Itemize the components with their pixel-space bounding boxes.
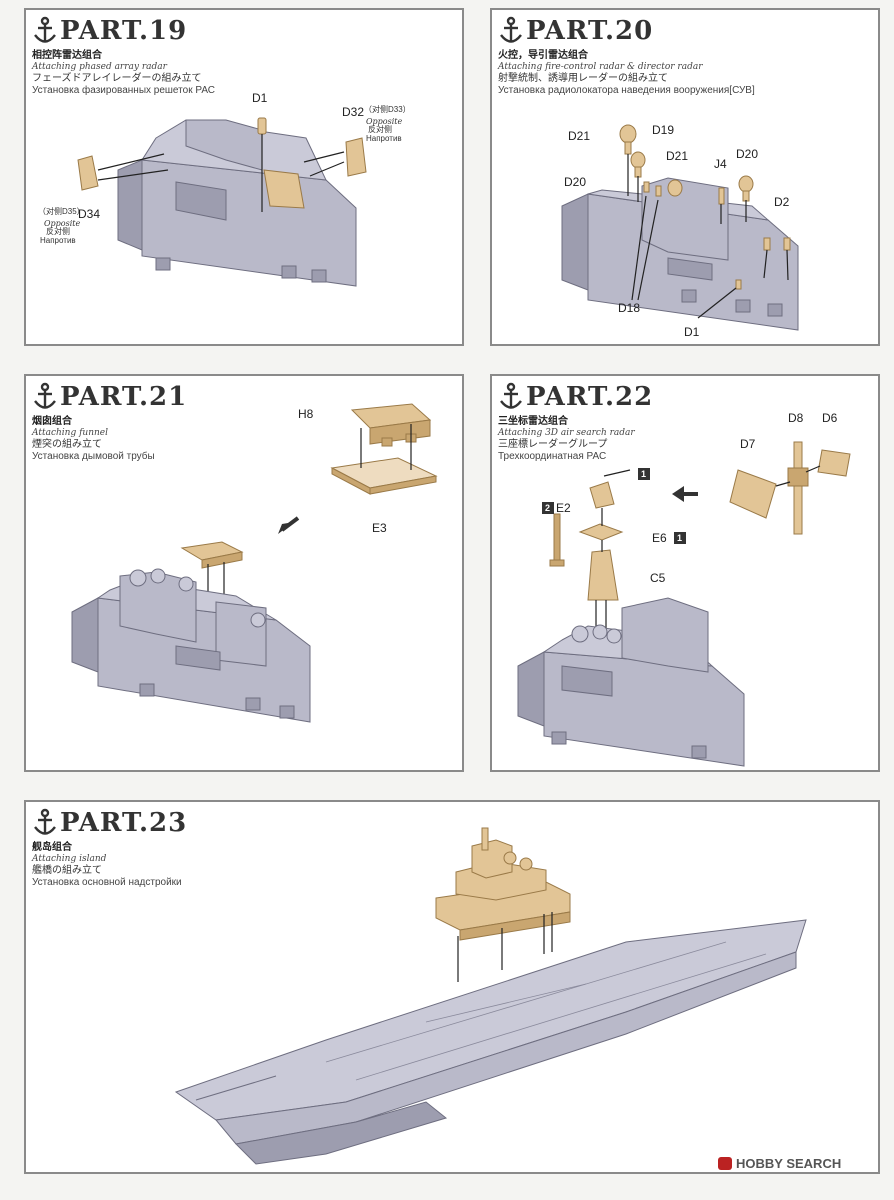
part22-title: PART.22 — [526, 382, 654, 412]
funnel-part-e3 — [330, 457, 438, 495]
part22-ru: Трехкоординатная РАС — [498, 451, 607, 462]
superstructure-block — [117, 119, 357, 287]
anchor-icon — [500, 16, 522, 43]
label-d34: D34 — [78, 207, 100, 221]
label-opposite-b: Opposite — [44, 219, 80, 228]
part19-cn: 相控阵雷达组合 — [32, 50, 102, 61]
anchor-icon — [500, 382, 522, 409]
label-d21a: D21 — [568, 129, 590, 143]
part-d1 — [257, 117, 267, 135]
part22-en: Attaching 3D air search radar — [498, 428, 635, 438]
part21-cn: 烟囱组合 — [32, 416, 72, 427]
label-d20b: D20 — [564, 175, 586, 189]
part23-panel: PART.23 舰岛组合 Attaching island 艦橋の組み立て Ус… — [24, 800, 880, 1174]
radar-panel-d7 — [729, 469, 777, 519]
watermark-text: HOBBY SEARCH — [736, 1156, 841, 1171]
part19-ru: Установка фазированных решеток РАС — [32, 85, 216, 96]
label-d18: D18 — [618, 301, 640, 315]
funnel-assembled — [180, 541, 244, 569]
label-opposite-a: Opposite — [366, 117, 402, 126]
label-e3: E3 — [372, 521, 387, 535]
part20-panel: PART.20 火控，导引雷达组合 Attaching fire-control… — [490, 8, 880, 346]
part23-jp: 艦橋の組み立て — [32, 865, 102, 876]
superstructure-block — [71, 568, 311, 723]
direction-arrow-icon — [672, 486, 684, 502]
label-d19: D19 — [652, 123, 674, 137]
part21-header: PART.21 烟囱组合 Attaching funnel 煙突の組み立て Ус… — [32, 380, 187, 463]
hobby-search-logo-icon — [718, 1157, 732, 1170]
part23-header: PART.23 舰岛组合 Attaching island 艦橋の組み立て Ус… — [32, 806, 187, 889]
part19-panel: PART.19 相控阵雷达组合 Attaching phased array r… — [24, 8, 464, 346]
part22-panel: PART.22 三坐标雷达组合 Attaching 3D air search … — [490, 374, 880, 772]
label-d1: D1 — [252, 91, 268, 105]
part22-jp: 三座標レーダーグループ — [498, 439, 608, 450]
superstructure-block — [561, 177, 799, 331]
part21-en: Attaching funnel — [32, 428, 108, 438]
label-d21b: D21 — [666, 149, 688, 163]
label-d7: D7 — [740, 437, 756, 451]
label-d6: D6 — [822, 411, 838, 425]
part19-jp: フェーズドアレイレーダーの組み立て — [32, 73, 202, 84]
superstructure-block — [517, 597, 745, 767]
step-badge-1b: 1 — [677, 533, 682, 543]
part-d34 — [77, 155, 99, 191]
island-superstructure — [435, 827, 571, 941]
part23-ru: Установка основной надстройки — [32, 877, 182, 888]
part22-illustration: 1 2 1 D8 D6 D7 E2 E6 C5 — [517, 411, 851, 767]
label-opp-d35: （对侧D35） — [38, 206, 85, 216]
part21-panel: PART.21 烟囱组合 Attaching funnel 煙突の組み立て Ус… — [24, 374, 464, 772]
radar-domes — [619, 124, 791, 290]
part21-title: PART.21 — [60, 382, 188, 412]
part21-illustration: H8 E3 — [71, 403, 438, 723]
part23-title: PART.23 — [60, 808, 188, 838]
label-fan-b: 反对侧 — [46, 226, 70, 236]
part20-title: PART.20 — [526, 16, 654, 46]
part19-en: Attaching phased array radar — [32, 62, 167, 72]
step-badge-1: 1 — [641, 469, 646, 479]
part19-illustration: D1 D32 （对侧D33） Opposite 反对侧 Напротив （对侧… — [38, 91, 411, 287]
part21-ru: Установка дымовой трубы — [32, 451, 155, 462]
label-e6: E6 — [652, 531, 667, 545]
part23-en: Attaching island — [32, 854, 107, 864]
label-opp-d33: （对侧D33） — [364, 104, 411, 114]
radar-array — [549, 481, 624, 601]
step-badge-2: 2 — [545, 503, 550, 513]
part23-cn: 舰岛组合 — [32, 842, 72, 853]
part19-title: PART.19 — [60, 16, 188, 46]
label-naprotiv-b: Напротив — [40, 236, 76, 245]
label-d20a: D20 — [736, 147, 758, 161]
label-naprotiv-a: Напротив — [366, 134, 402, 143]
part22-cn: 三坐标雷达组合 — [498, 416, 568, 427]
label-d2: D2 — [774, 195, 790, 209]
anchor-icon — [34, 16, 56, 43]
label-fan-a: 反对侧 — [368, 124, 392, 134]
part19-header: PART.19 相控阵雷达组合 Attaching phased array r… — [32, 14, 215, 97]
radar-panel-d6 — [817, 449, 851, 477]
part20-en: Attaching fire-control radar & director … — [498, 62, 703, 72]
anchor-icon — [34, 382, 56, 409]
label-d32: D32 — [342, 105, 364, 119]
part20-jp: 射撃統制、誘導用レーダーの組み立て — [498, 73, 668, 84]
part23-illustration: HOBBY SEARCH — [174, 827, 841, 1171]
part20-ru: Установка радиолокатора наведения вооруж… — [498, 85, 755, 96]
label-d1: D1 — [684, 325, 700, 339]
label-c5: C5 — [650, 571, 666, 585]
anchor-icon — [34, 808, 56, 835]
aircraft-carrier-hull — [174, 919, 807, 1165]
part20-header: PART.20 火控，导引雷达组合 Attaching fire-control… — [498, 14, 755, 97]
part20-cn: 火控，导引雷达组合 — [498, 50, 588, 61]
part-d32 — [345, 137, 367, 177]
funnel-part-h8 — [350, 403, 432, 447]
part22-header: PART.22 三坐标雷达组合 Attaching 3D air search … — [498, 380, 653, 463]
label-d8: D8 — [788, 411, 804, 425]
label-j4: J4 — [714, 157, 727, 171]
label-h8: H8 — [298, 407, 314, 421]
part21-jp: 煙突の組み立て — [32, 439, 102, 450]
radar-mast-d8 — [787, 441, 809, 535]
label-e2: E2 — [556, 501, 571, 515]
part20-illustration: D21 D19 D21 J4 D20 D20 D2 D18 D1 — [561, 123, 799, 339]
